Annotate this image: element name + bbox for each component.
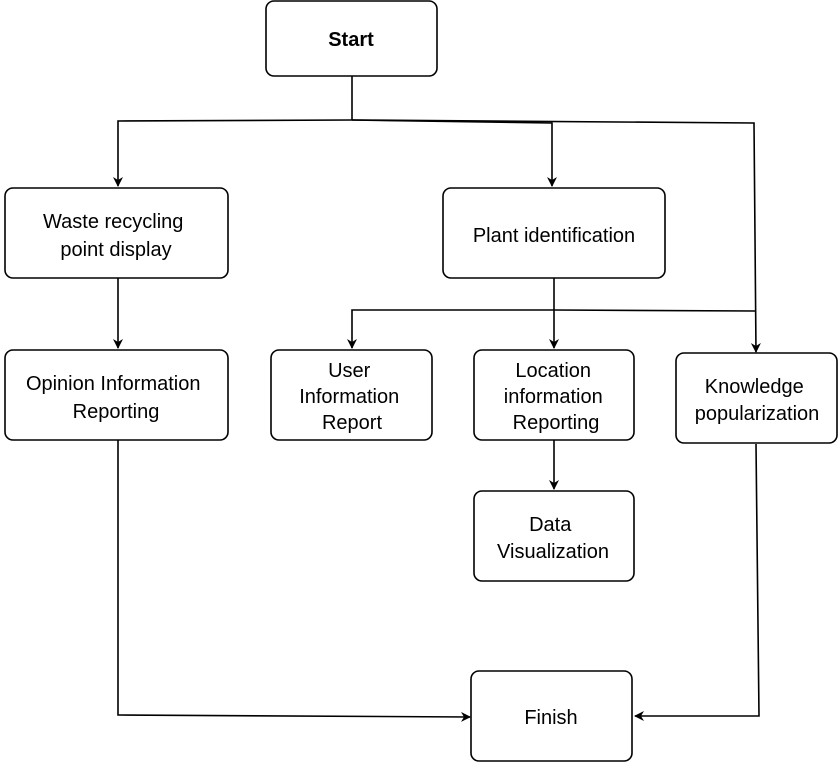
svg-text:Plant identification: Plant identification bbox=[473, 225, 635, 247]
user-information-node: User Information Report bbox=[270, 349, 433, 441]
edge-knowledge-to-finish bbox=[634, 443, 760, 721]
plant-identification-node: Plant identification bbox=[442, 187, 666, 279]
waste-recycling-node: Waste recycling point display bbox=[4, 187, 229, 279]
plant-label: Plant identification bbox=[473, 225, 635, 247]
edge-start-to-waste bbox=[113, 119, 353, 187]
location-label-line-3: Reporting bbox=[513, 412, 600, 434]
edge-opinion-to-finish bbox=[117, 440, 471, 722]
finish-node: Finish bbox=[470, 670, 633, 762]
edge-plant-to-user bbox=[347, 309, 554, 349]
edges bbox=[113, 76, 761, 722]
waste-label-line-2: point display bbox=[60, 239, 171, 261]
opinion-label-line-2: Reporting bbox=[73, 401, 160, 423]
knowledge-label-line-1: Knowledge bbox=[705, 376, 804, 398]
knowledge-label-line-2: popularization bbox=[695, 403, 820, 425]
svg-text:Finish: Finish bbox=[524, 707, 577, 729]
knowledge-popularization-node: Knowledge popularization bbox=[675, 352, 838, 444]
start-node: Start bbox=[265, 0, 438, 77]
data-visualization-node: Data Visualization bbox=[473, 490, 635, 582]
edge-plant-branch-right bbox=[553, 309, 756, 312]
svg-text:Waste recycling point di: Waste recycling point display bbox=[43, 211, 189, 261]
location-label-line-2: information bbox=[504, 386, 603, 408]
finish-label: Finish bbox=[524, 707, 577, 729]
dataviz-label-line-1: Data bbox=[529, 514, 572, 536]
svg-text:Data Visualization: Data Visualization bbox=[497, 514, 609, 563]
user-label-line-3: Report bbox=[322, 412, 382, 434]
location-label-line-1: Location bbox=[515, 360, 591, 382]
opinion-label-line-1: Opinion Information bbox=[26, 373, 201, 395]
edge-start-to-knowledge bbox=[351, 119, 761, 353]
edge-start-to-plant bbox=[351, 119, 557, 187]
opinion-reporting-node: Opinion Information Reporting bbox=[4, 349, 229, 441]
svg-text:User Information R: User Information Report bbox=[299, 360, 405, 434]
user-label-line-2: Information bbox=[299, 386, 399, 408]
svg-text:Start: Start bbox=[328, 29, 374, 51]
user-label-line-1: User bbox=[328, 360, 371, 382]
svg-text:Knowledge popularization: Knowledge popularization bbox=[695, 376, 820, 425]
start-label: Start bbox=[328, 29, 374, 51]
dataviz-label-line-2: Visualization bbox=[497, 541, 609, 563]
waste-label-line-1: Waste recycling bbox=[43, 211, 183, 233]
svg-text:Location information: Location information Reporting bbox=[504, 360, 609, 434]
location-reporting-node: Location information Reporting bbox=[473, 349, 635, 441]
svg-text:Opinion Information Repo: Opinion Information Reporting bbox=[26, 373, 206, 423]
